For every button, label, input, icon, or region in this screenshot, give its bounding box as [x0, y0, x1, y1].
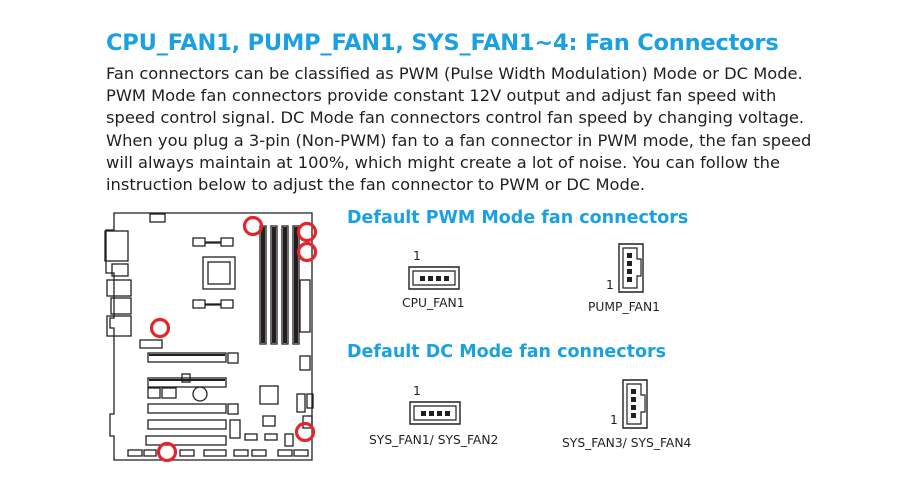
pin1-marker: 1 — [413, 384, 421, 398]
paragraph-line: Fan connectors can be classified as PWM … — [106, 64, 803, 83]
cpu-socket — [202, 256, 236, 290]
io-block — [104, 230, 129, 262]
motherboard-diagram — [104, 212, 318, 463]
cpu-fan-connector-icon — [408, 266, 460, 290]
pump-fan-label: PUMP_FAN1 — [588, 300, 660, 314]
highlight-ring — [149, 317, 171, 339]
pin1-marker: 1 — [413, 249, 421, 263]
paragraph-line: instruction below to adjust the fan conn… — [106, 175, 646, 195]
paragraph-line: When you plug a 3-pin (Non-PWM) fan to a… — [106, 130, 812, 150]
section-heading: CPU_FAN1, PUMP_FAN1, SYS_FAN1~4: Fan Con… — [106, 30, 779, 56]
paragraph-line: speed control signal. DC Mode fan connec… — [106, 108, 805, 128]
paragraph-line: will always maintain at 100%, which migh… — [106, 152, 780, 172]
dc-section-title: Default DC Mode fan connectors — [347, 342, 667, 362]
description-paragraph: Fan connectors can be classified as PWM … — [106, 63, 896, 196]
sys-fan12-connector-icon — [409, 401, 461, 425]
highlight-ring — [242, 215, 264, 237]
highlight-ring — [156, 441, 178, 463]
sys-fan34-label: SYS_FAN3/ SYS_FAN4 — [562, 436, 692, 450]
board-outline — [105, 212, 313, 461]
highlight-ring — [296, 241, 318, 263]
pcie-slot — [147, 352, 227, 363]
pwm-section-title: Default PWM Mode fan connectors — [347, 208, 689, 228]
highlight-ring — [294, 421, 316, 443]
pin1-marker: 1 — [606, 278, 614, 292]
fan-highlights — [149, 215, 318, 463]
sys-fan34-connector-icon — [622, 379, 648, 429]
paragraph-line: PWM Mode fan connectors provide constant… — [106, 86, 777, 106]
sys-fan12-label: SYS_FAN1/ SYS_FAN2 — [369, 433, 499, 447]
pin1-marker: 1 — [610, 413, 618, 427]
battery — [192, 386, 208, 402]
cpu-fan-label: CPU_FAN1 — [402, 296, 465, 310]
pump-fan-connector-icon — [618, 243, 644, 293]
highlight-ring — [296, 221, 318, 243]
